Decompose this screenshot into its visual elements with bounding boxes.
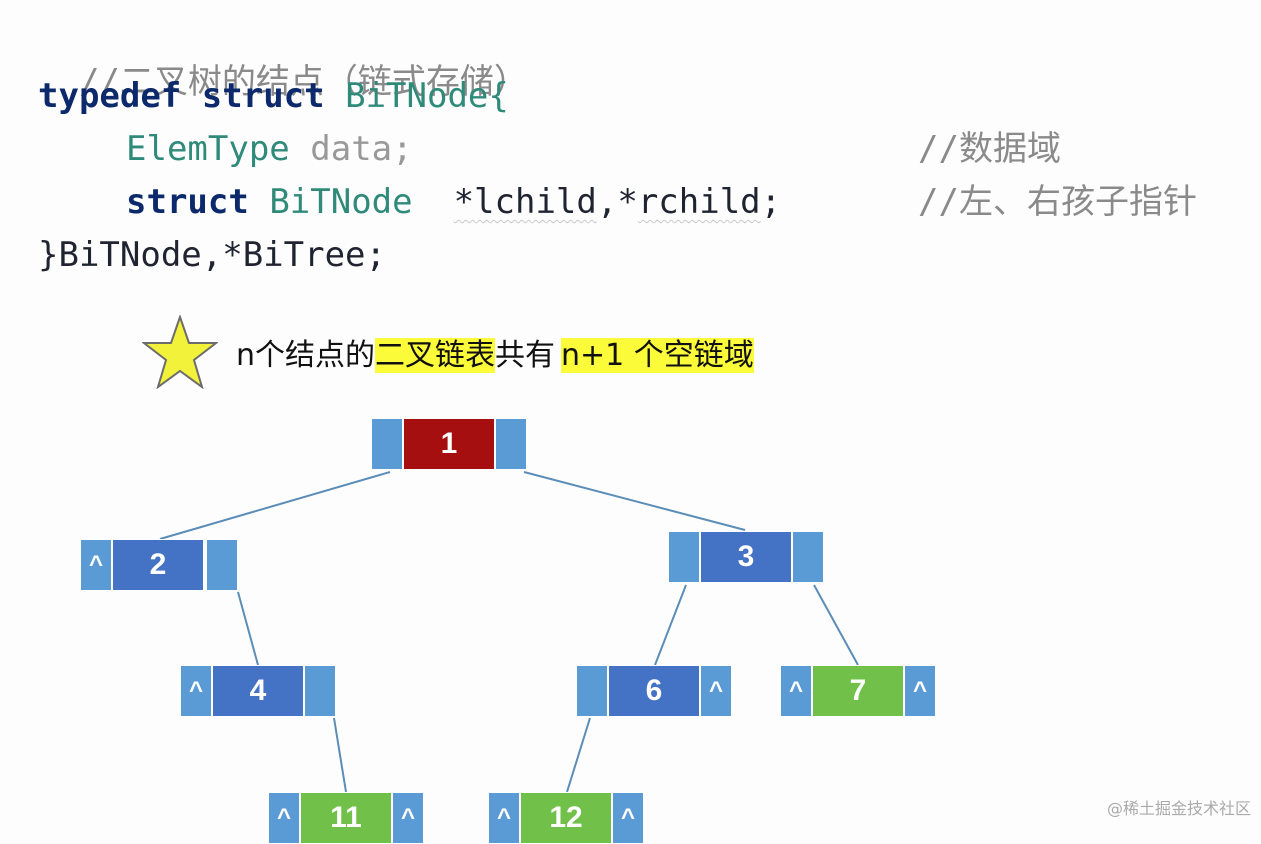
field-data: data; xyxy=(310,129,413,169)
star-icon xyxy=(142,315,218,389)
node-3-left-pointer xyxy=(668,531,700,583)
node-4-right-pointer xyxy=(304,665,336,717)
edge-2-4 xyxy=(237,591,259,666)
node-12-value: 12 xyxy=(520,792,612,844)
node-4-left-pointer: ^ xyxy=(180,665,212,717)
node-11-right-pointer: ^ xyxy=(392,792,424,844)
semicolon: ; xyxy=(760,182,782,222)
keyword-struct: struct xyxy=(126,182,249,222)
edge-6-12 xyxy=(566,717,591,793)
comment-children-field: //左、右孩子指针 xyxy=(918,182,1197,222)
node-1-right-pointer xyxy=(495,418,527,470)
code-line-typedef: typedef struct BiTNode{ xyxy=(38,76,509,116)
type-bitnode: BiTNode xyxy=(269,182,413,222)
node-12-right-pointer: ^ xyxy=(612,792,644,844)
comment-text: //左、右孩子指针 xyxy=(918,182,1197,222)
separator: ,* xyxy=(596,182,638,222)
note-prefix: n个结点的 xyxy=(236,338,376,373)
struct-name: BiTNode{ xyxy=(345,76,509,116)
node-11-left-pointer: ^ xyxy=(268,792,300,844)
code-comment-title: //二叉树的结点（链式存储） xyxy=(38,22,528,102)
node-1-left-pointer xyxy=(371,418,403,470)
watermark: @稀土掘金技术社区 xyxy=(1106,799,1251,818)
code-line-close: }BiTNode,*BiTree; xyxy=(38,235,386,275)
node-6-value: 6 xyxy=(608,665,700,717)
edge-1-3 xyxy=(523,471,746,531)
comment-text: //二叉树的结点（链式存储） xyxy=(78,62,528,102)
node-4-value: 4 xyxy=(212,665,304,717)
keyword-struct: struct xyxy=(201,76,325,116)
code-line-children: struct BiTNode *lchild,*rchild; xyxy=(126,182,781,222)
edge-3-7 xyxy=(813,584,859,666)
note-highlight-binary-linked-list: 二叉链表 xyxy=(375,338,496,373)
edge-3-6 xyxy=(654,584,687,666)
edge-1-2 xyxy=(159,471,391,540)
note-highlight-null-links: n+1 个空链域 xyxy=(561,338,754,373)
typedef-names: }BiTNode,*BiTree; xyxy=(38,235,386,275)
comment-data-field: //数据域 xyxy=(918,129,1061,169)
node-7-left-pointer: ^ xyxy=(780,665,812,717)
note-middle: 共有 xyxy=(495,338,556,373)
tree-edges xyxy=(159,471,859,793)
node-2-right-pointer xyxy=(206,539,238,591)
node-3-right-pointer xyxy=(792,531,824,583)
node-6-left-pointer xyxy=(576,665,608,717)
keyword-typedef: typedef xyxy=(38,76,182,116)
node-6-right-pointer: ^ xyxy=(700,665,732,717)
field-lchild: *lchild xyxy=(453,182,597,222)
node-1-value: 1 xyxy=(403,418,495,470)
field-rchild: rchild xyxy=(637,182,761,222)
edge-4-11 xyxy=(333,717,347,793)
node-7-right-pointer: ^ xyxy=(904,665,936,717)
comment-text: //数据域 xyxy=(918,129,1061,169)
type-elemtype: ElemType xyxy=(126,129,290,169)
node-3-value: 3 xyxy=(700,531,792,583)
node-2-left-pointer: ^ xyxy=(80,539,112,591)
code-line-data: ElemType data; xyxy=(126,129,413,169)
node-7-value: 7 xyxy=(812,665,904,717)
node-2-value: 2 xyxy=(112,539,204,591)
node-11-value: 11 xyxy=(300,792,392,844)
node-12-left-pointer: ^ xyxy=(488,792,520,844)
